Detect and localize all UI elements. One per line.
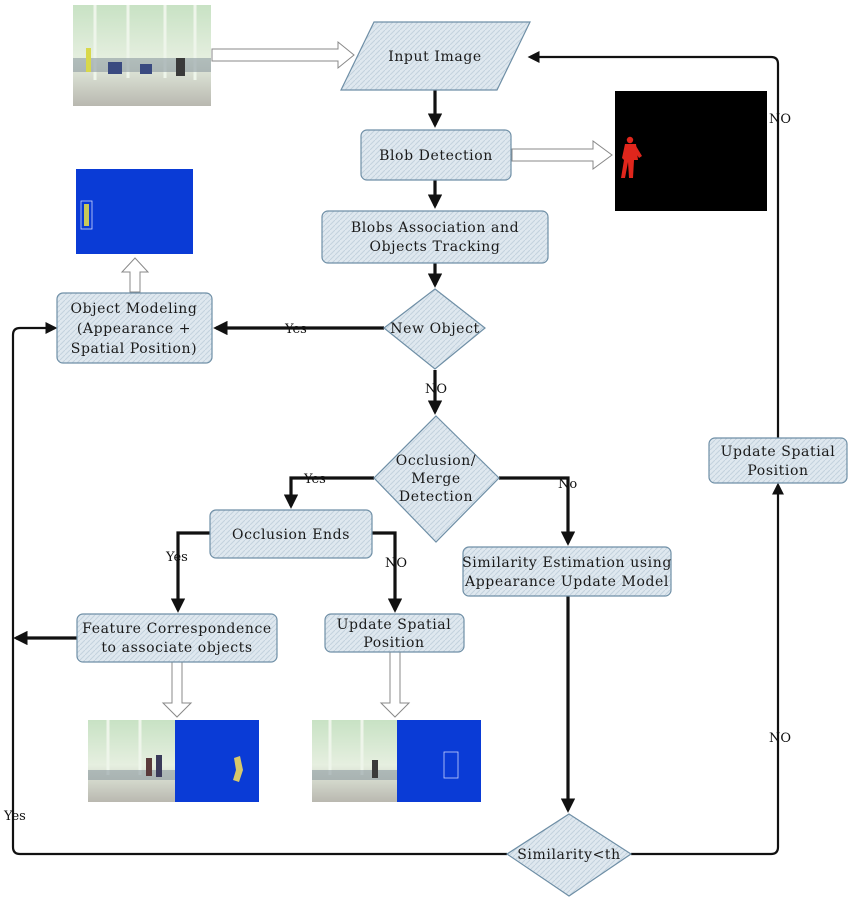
object-model-image (76, 169, 193, 254)
connectors (11, 50, 785, 856)
node-update-spatial-position-right[interactable]: Update Spatial Position (708, 437, 848, 484)
edge-label-ends-no: NO (385, 556, 407, 571)
feature-correspondence-label-line2: to associate objects (101, 640, 252, 656)
update-position-result-image (312, 720, 481, 802)
update-spatial-right-label-line2: Position (747, 463, 808, 479)
object-modeling-label-line2: (Appearance + (77, 321, 191, 337)
input-image-label: Input Image (388, 49, 482, 65)
node-similarity-estimation[interactable]: Similarity Estimation using Appearance U… (462, 546, 672, 597)
blob-detection-image (615, 91, 767, 211)
node-update-spatial-position-mid[interactable]: Update Spatial Position (324, 613, 465, 653)
occlusion-merge-label-line3: Detection (399, 489, 473, 505)
node-feature-correspondence[interactable]: Feature Correspondence to associate obje… (76, 613, 278, 663)
hollow-arrow-feature-to-image (161, 661, 193, 718)
blobs-association-label-line2: Objects Tracking (370, 239, 501, 255)
hollow-arrow-image-to-input (211, 40, 355, 70)
node-input-image[interactable]: Input Image (340, 21, 531, 91)
edge-label-similarity-no: NO (769, 731, 791, 746)
similarity-estimation-label-line2: Appearance Update Model (464, 574, 669, 590)
node-blobs-association[interactable]: Blobs Association and Objects Tracking (321, 210, 549, 264)
similarity-estimation-label-line1: Similarity Estimation using (462, 555, 672, 571)
new-object-label: New Object (390, 321, 480, 337)
feature-correspondence-label-line1: Feature Correspondence (82, 621, 272, 637)
blob-detection-label: Blob Detection (379, 148, 493, 164)
node-occlusion-merge-decision[interactable]: Occlusion/ Merge Detection (373, 415, 500, 543)
edge-label-ends-yes: Yes (165, 550, 188, 565)
update-spatial-mid-label-line2: Position (363, 635, 424, 651)
hollow-arrow-blob-to-image (511, 140, 613, 170)
similarity-threshold-label: Similarity<th (517, 847, 621, 863)
edge-label-loop-no: NO (769, 112, 791, 127)
node-similarity-threshold-decision[interactable]: Similarity<th (505, 813, 633, 897)
node-new-object-decision[interactable]: New Object (383, 288, 486, 370)
occlusion-merge-label-line2: Merge (411, 471, 461, 487)
occlusion-ends-label: Occlusion Ends (232, 527, 350, 543)
hollow-arrow-model-to-image (120, 257, 150, 293)
update-spatial-mid-label-line1: Update Spatial (337, 617, 452, 633)
blobs-association-label-line1: Blobs Association and (351, 220, 519, 236)
edge-label-new-object-yes: Yes (284, 322, 307, 337)
edge-label-occlusion-no: No (558, 477, 577, 492)
object-modeling-label-line3: Spatial Position) (71, 341, 197, 357)
update-spatial-right-label-line1: Update Spatial (721, 444, 836, 460)
input-scene-image (73, 5, 211, 106)
node-occlusion-ends[interactable]: Occlusion Ends (209, 509, 373, 559)
edge-label-new-object-no: NO (425, 382, 447, 397)
edge-label-occlusion-yes: Yes (303, 472, 326, 487)
occlusion-merge-label-line1: Occlusion/ (396, 453, 476, 469)
hollow-arrow-update-to-image (379, 651, 411, 718)
detected-blob (621, 136, 642, 178)
feature-correspondence-result-image (88, 720, 259, 802)
edge-labels: Yes NO Yes No Yes NO Yes NO NO (3, 112, 791, 824)
node-object-modeling[interactable]: Object Modeling (Appearance + Spatial Po… (56, 292, 213, 364)
object-modeling-label-line1: Object Modeling (71, 301, 198, 317)
node-blob-detection[interactable]: Blob Detection (360, 129, 512, 181)
edge-label-similarity-yes: Yes (3, 809, 26, 824)
